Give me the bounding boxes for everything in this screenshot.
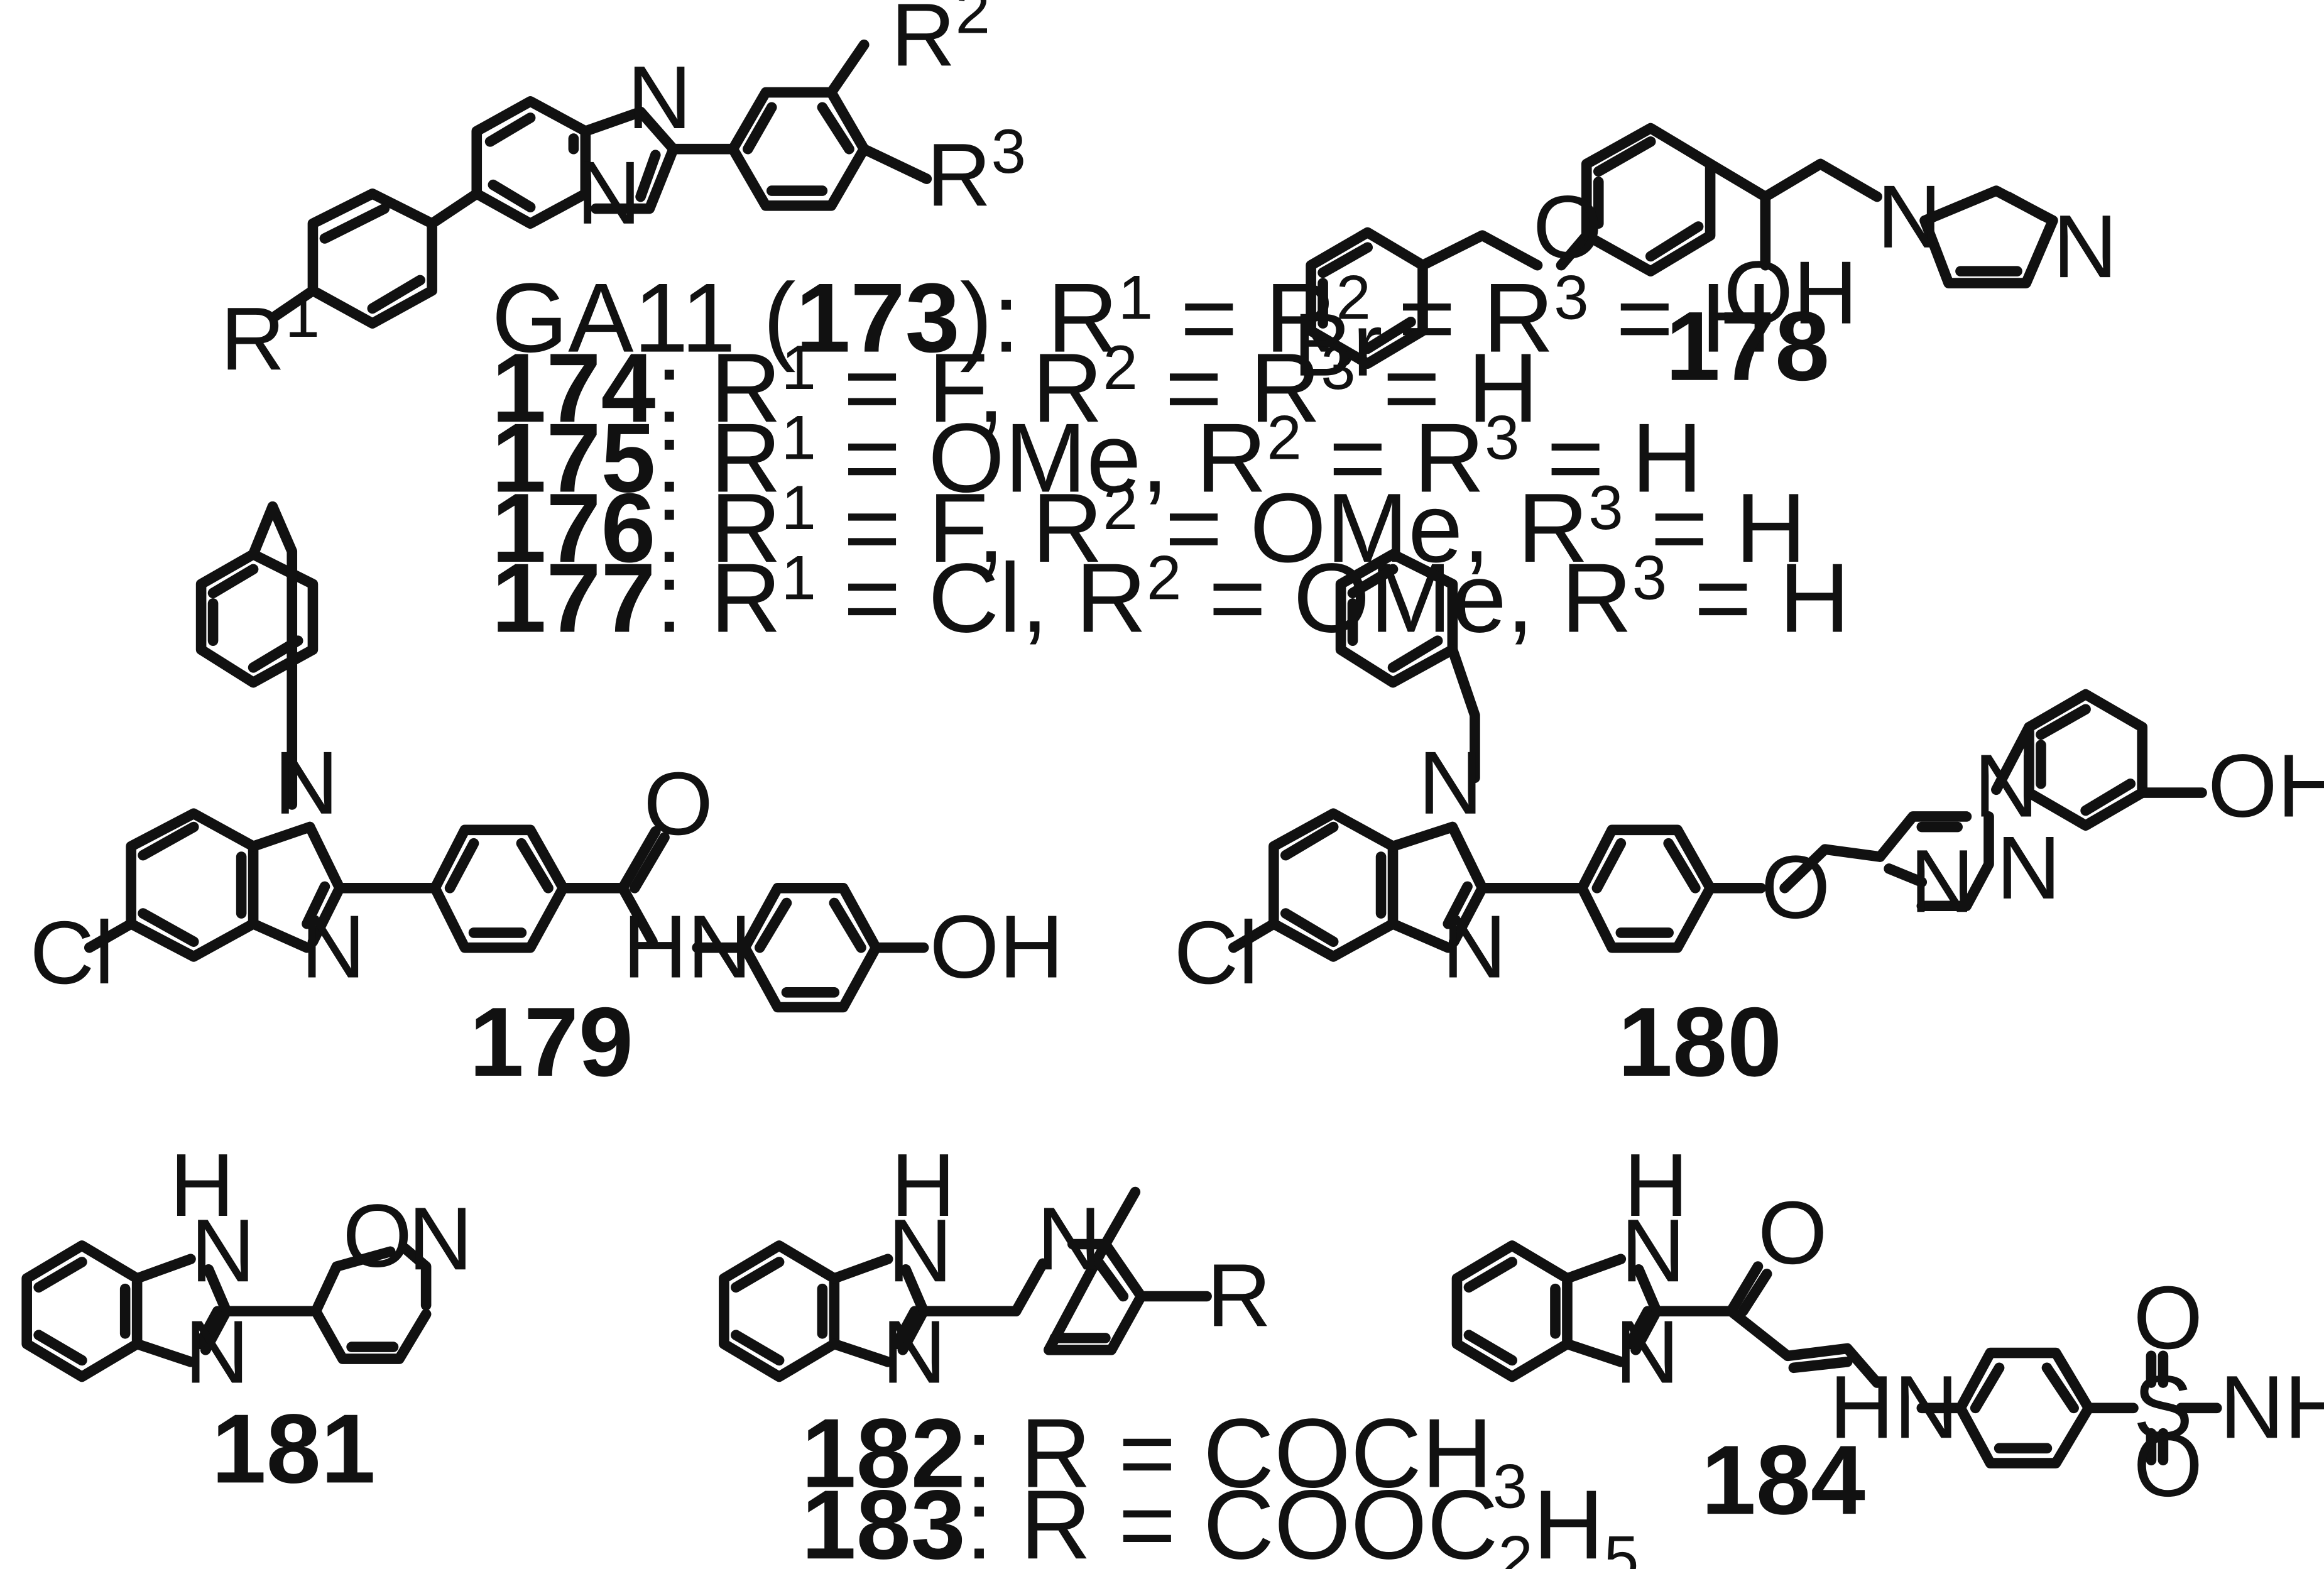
- structure-173: N N R2 R3 R1: [221, 0, 1026, 389]
- structure-179: N N Cl O HN OH 179: [30, 501, 1064, 1097]
- r1-label: R1: [221, 281, 320, 389]
- r-label: R: [1207, 1245, 1272, 1345]
- atom-n-label: N: [1996, 818, 2061, 918]
- hydroxyl-label: OH: [2208, 736, 2324, 836]
- structure-178: Br O OH N N 178: [1293, 123, 2117, 402]
- atom-n-label: N: [577, 143, 641, 243]
- atom-n-label: N: [2053, 197, 2117, 297]
- atom-n-label: N: [274, 733, 339, 833]
- compound-number-184: 184: [1701, 1425, 1865, 1535]
- atom-n-label: N: [1442, 897, 1507, 997]
- atom-n-label: N: [185, 1303, 249, 1402]
- atom-n-label: N: [1621, 1201, 1686, 1301]
- atom-n-label: N: [1037, 1189, 1101, 1289]
- atom-h-label: H: [1624, 1135, 1689, 1235]
- amino-label: NH2: [2220, 1357, 2324, 1472]
- legend-line-183: 183: R = COOC2H5: [802, 1470, 1639, 1569]
- structure-184: H N N O HN O S O NH2 184: [1451, 1135, 2324, 1535]
- atom-h-label: H: [170, 1135, 234, 1235]
- atom-n-label: N: [1418, 733, 1483, 833]
- legend-line-173: GA11 (173): R1 = R2 = R3 = H: [491, 263, 1772, 373]
- compound-number-181: 181: [212, 1394, 376, 1504]
- compound-173-177-legend: GA11 (173): R1 = R2 = R3 = H 174: R1 = F…: [491, 263, 1850, 653]
- amine-nh-label: HN: [1830, 1357, 1958, 1457]
- oxygen-label: O: [2133, 1268, 2203, 1368]
- oxygen-label: O: [342, 1186, 412, 1286]
- structure-182-183: H N N N R 182: R = COCH3 183: R = COOC2H…: [719, 1135, 1639, 1569]
- atom-n-label: N: [1910, 831, 1975, 931]
- oxygen-label: O: [2133, 1416, 2203, 1516]
- bromine-label: Br: [1293, 295, 1382, 395]
- atom-n-label: N: [627, 48, 692, 148]
- atom-n-label: N: [1615, 1303, 1679, 1402]
- structure-181: H N N O N 181: [21, 1135, 473, 1504]
- atom-n-label: N: [1974, 736, 2039, 836]
- legend-line-174: 174: R1 = F, R2 = R3 = H: [491, 333, 1539, 443]
- compound-number-180: 180: [1618, 987, 1782, 1097]
- legend-line-177: 177: R1 = Cl, R2 = OMe, R3 = H: [491, 543, 1850, 653]
- hydroxyl-label: OH: [1723, 243, 1857, 343]
- compound-number-179: 179: [469, 987, 633, 1097]
- compound-number-178: 178: [1666, 292, 1830, 402]
- atom-n-label: N: [1877, 167, 1942, 267]
- chlorine-label: Cl: [30, 903, 114, 1003]
- legend-line-182: 182: R = COCH3: [802, 1398, 1528, 1521]
- oxygen-label: O: [1758, 1183, 1828, 1283]
- legend-line-175: 175: R1 = OMe, R2 = R3 = H: [491, 403, 1702, 513]
- legend-line-176: 176: R1 = F, R2 = OMe, R3 = H: [491, 473, 1806, 583]
- chlorine-label: Cl: [1174, 903, 1258, 1003]
- atom-n-label: N: [408, 1189, 473, 1289]
- oxygen-label: O: [643, 754, 713, 854]
- oxygen-label: O: [1533, 177, 1603, 277]
- hydroxyl-label: OH: [930, 897, 1064, 997]
- r3-label: R3: [927, 117, 1026, 225]
- structure-180: N N Cl O N N N OH 180: [1174, 549, 2324, 1097]
- atom-n-label: N: [882, 1303, 947, 1402]
- atom-n-label: N: [191, 1201, 256, 1301]
- r2-label: R2: [891, 0, 990, 85]
- atom-n-label: N: [301, 897, 366, 997]
- atom-h-label: H: [891, 1135, 956, 1235]
- amide-nh-label: HN: [623, 897, 751, 997]
- oxygen-label: O: [1761, 838, 1831, 938]
- atom-n-label: N: [888, 1201, 952, 1301]
- sulfur-label: S: [2133, 1357, 2193, 1457]
